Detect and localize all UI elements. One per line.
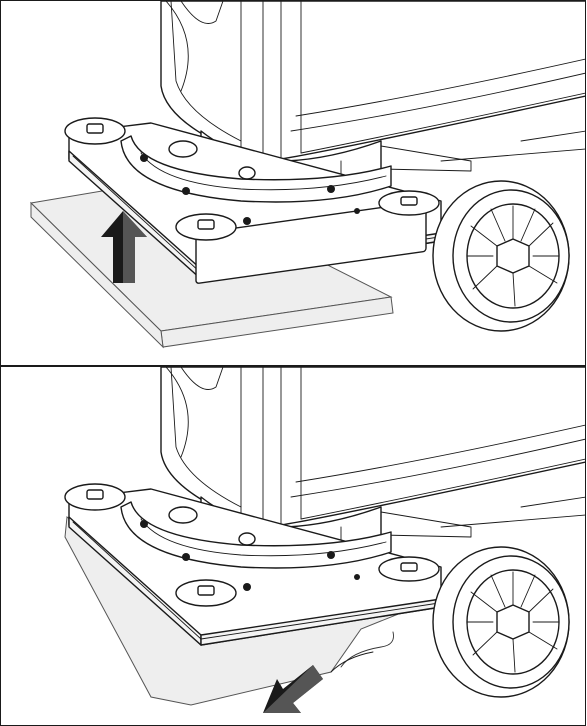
panel-remove-pad (0, 366, 586, 726)
knob-icon (64, 117, 440, 241)
illustration-lift (29, 1, 585, 349)
machine-body (160, 1, 585, 160)
machine-assembly (64, 367, 585, 706)
arrow-up-icon (101, 211, 147, 283)
knob-icon (64, 483, 440, 607)
illustration-remove (64, 367, 585, 713)
panel-lift-pad (0, 0, 586, 366)
brush-deck (68, 488, 442, 646)
wheel-icon (432, 180, 570, 332)
machine-assembly (29, 1, 585, 349)
arrow-down-left-icon (263, 665, 323, 713)
machine-body (160, 367, 585, 526)
wheel-icon (432, 546, 570, 698)
